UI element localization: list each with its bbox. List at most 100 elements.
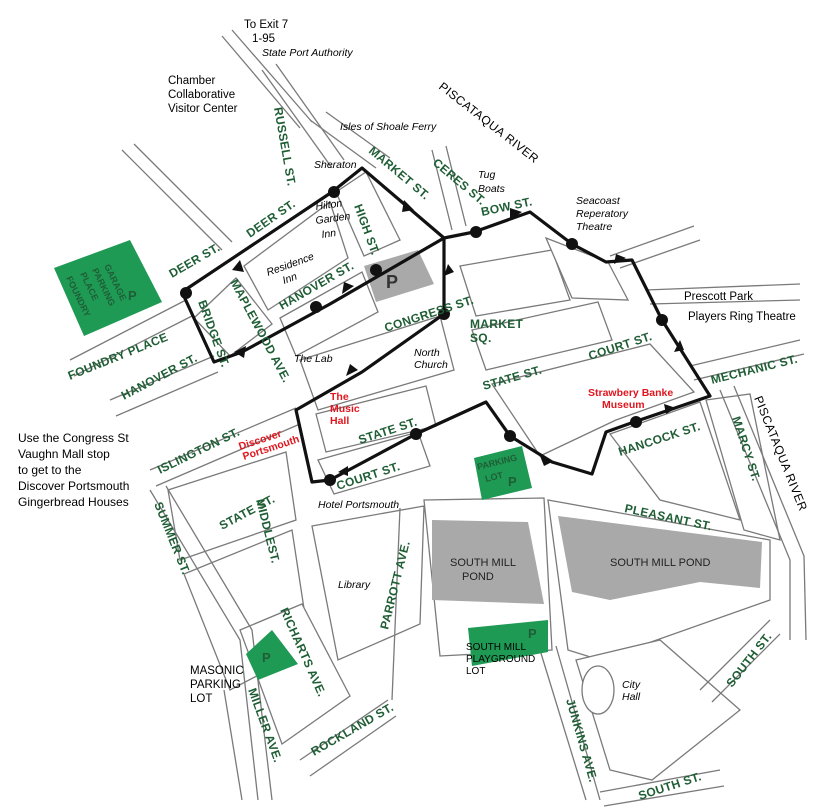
side-note: Use the Congress St Vaughn Mall stop to … (18, 431, 129, 509)
road-south-lower (599, 769, 725, 807)
note-line-4: Discover Portsmouth (18, 479, 129, 493)
street-deer-lower: DEER ST. (167, 240, 223, 280)
route-arrow (664, 404, 676, 414)
stop-court-lot (504, 430, 516, 442)
road-russell (261, 63, 345, 169)
pond-labels: SOUTH MILL POND SOUTH MILL POND (450, 557, 710, 583)
label-i95: 1-95 (252, 33, 275, 45)
road-parrott-w (391, 507, 401, 701)
label-state-port: State Port Authority (262, 47, 353, 59)
block-strawbery (490, 343, 696, 457)
road-marcy (719, 385, 807, 641)
route-arrow (402, 200, 414, 212)
label-north: North (414, 347, 440, 359)
label-sheraton: Sheraton (314, 159, 357, 171)
stop-state (410, 428, 422, 440)
trolley-route-line (180, 166, 712, 484)
label-south-mill: SOUTH MILL (466, 642, 526, 653)
label-isles-ferry: Isles of Shoale Ferry (340, 121, 437, 133)
label-pond-west-1: SOUTH MILL (450, 557, 516, 569)
label-hotel-portsmouth: Hotel Portsmouth (318, 499, 399, 511)
stop-prescott (656, 314, 668, 326)
label-museum: Museum (602, 399, 645, 411)
label-playground-lot: LOT (466, 666, 485, 677)
label-library: Library (338, 579, 371, 591)
label-to-exit: To Exit 7 (244, 19, 288, 31)
ponds (432, 516, 762, 715)
street-market-sq-1: MARKET (470, 317, 523, 331)
label-chamber: Chamber (168, 75, 215, 87)
route-arrow (338, 466, 348, 476)
p-playground: P (528, 626, 537, 641)
label-inn: Inn (321, 227, 337, 241)
street-russell: RUSSELL ST. (271, 106, 299, 187)
block-islington-south (167, 451, 297, 561)
p-court-lot: P (508, 474, 517, 489)
block-hanover-garage (279, 271, 379, 357)
label-masonic-lot: LOT (190, 693, 212, 705)
street-islington: ISLINGTON ST. (155, 425, 242, 477)
label-river-north: PISCATAQUA RIVER (436, 79, 541, 166)
road-market-north (309, 111, 391, 169)
label-residence-inn: Inn (281, 270, 299, 286)
stop-sheraton (328, 186, 340, 198)
label-masonic-parking: PARKING (190, 679, 241, 691)
south-mill-pond-east (558, 516, 762, 600)
note-line-5: Gingerbread Houses (18, 495, 129, 509)
parking-areas (54, 240, 548, 680)
street-mechanic: MECHANIC ST. (709, 352, 799, 387)
road-junkins (539, 645, 601, 801)
court-st-parking-lot (474, 446, 532, 500)
route-arrow (540, 456, 552, 466)
route-arrow (510, 208, 522, 220)
label-playground: PLAYGROUND (466, 654, 535, 665)
route-arrows (232, 200, 684, 476)
hanover-garage-lot (364, 250, 434, 302)
stop-strawbery (630, 416, 642, 428)
street-hanover-lower: HANOVER ST. (119, 351, 200, 403)
road-prescott (645, 283, 801, 305)
block-hancock (608, 401, 741, 521)
label-pond-west-2: POND (462, 571, 494, 583)
block-bow-east (544, 236, 630, 301)
road-summer (149, 485, 273, 801)
label-city: City (622, 679, 641, 691)
label-strawbery-banke: Strawbery Banke (588, 387, 673, 399)
stop-deer-bridge (180, 287, 192, 299)
block-court-mid (471, 301, 613, 371)
road-mechanic (689, 339, 805, 381)
label-tug: Tug (478, 169, 495, 181)
road-south-right (699, 619, 781, 703)
city-hall-loop (581, 665, 615, 715)
place-labels: Sheraton Tug Boats Seacoast Reperatory T… (237, 159, 796, 703)
masonic-parking-lot (246, 630, 298, 680)
label-theatre: Theatre (576, 221, 612, 233)
road-islington (149, 407, 301, 487)
note-line-2: Vaughn Mall stop (18, 447, 110, 461)
stop-seacoast (566, 238, 578, 250)
road-network (69, 29, 807, 807)
route-arrow (346, 364, 358, 376)
label-prescott-park: Prescott Park (684, 291, 753, 303)
label-boats: Boats (478, 183, 506, 195)
south-mill-playground-lot (468, 620, 548, 666)
p-hanover-garage: P (386, 272, 398, 292)
road-rockland (299, 699, 397, 777)
road-deer-west (121, 143, 233, 251)
p-masonic: P (262, 650, 271, 665)
south-mill-pond-west (432, 520, 544, 604)
label-seacoast: Seacoast (576, 195, 621, 207)
stop-congress (438, 308, 450, 320)
p-foundry: P (128, 288, 137, 303)
block-city-hall (575, 639, 742, 781)
note-line-1: Use the Congress St (18, 431, 129, 445)
label-court-lot: LOT (484, 470, 504, 484)
label-church: Church (414, 359, 448, 371)
label-masonic: MASONIC (190, 665, 244, 677)
label-collaborative: Collaborative (168, 89, 235, 101)
block-library (311, 505, 425, 661)
label-pond-east: SOUTH MILL POND (610, 557, 710, 569)
street-market-sq-2: SQ. (470, 331, 492, 345)
route-arrow (342, 282, 354, 294)
